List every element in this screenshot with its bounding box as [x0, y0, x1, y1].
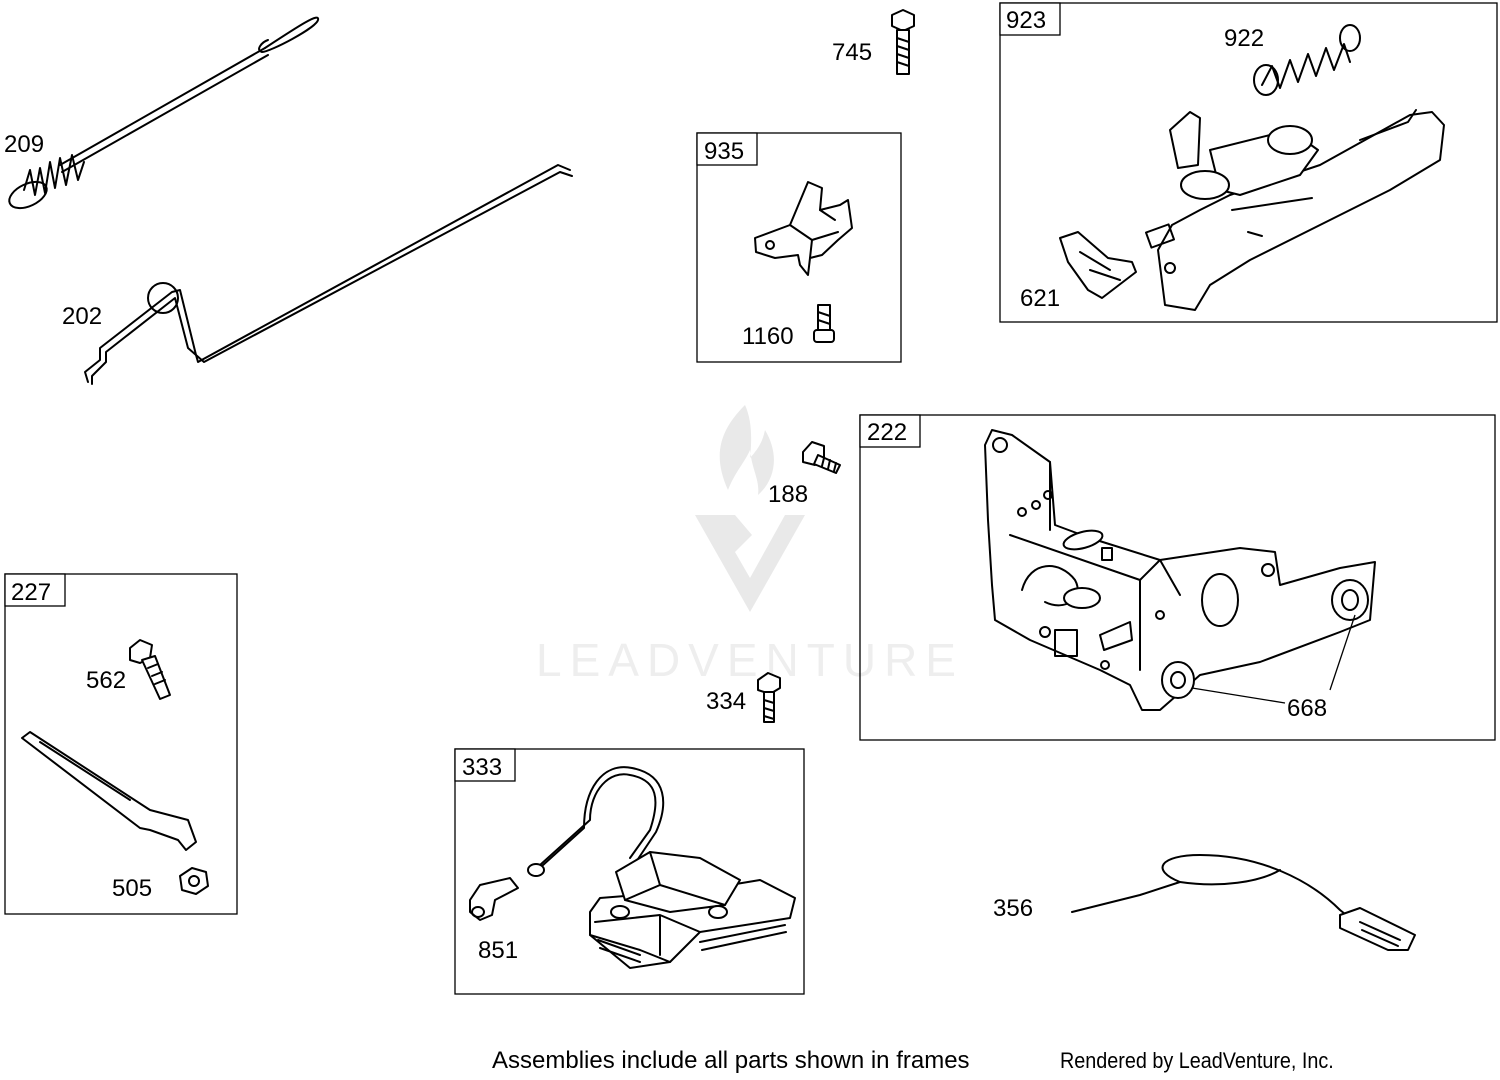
part-number: 562 [86, 667, 126, 694]
part-505-nut [179, 867, 209, 895]
part-745-bolt: 745 [832, 9, 915, 75]
part-851-connector [469, 877, 519, 921]
part-number: 668 [1287, 695, 1327, 722]
watermark-text: LEADVENTURE [536, 634, 964, 686]
part-227-lever [21, 731, 197, 851]
flame-icon [719, 405, 774, 495]
part-number: 356 [993, 895, 1033, 922]
leadventure-watermark: LEADVENTURE [536, 405, 964, 686]
frame-227: 227 562 505 [4, 573, 238, 915]
frame-number: 923 [1006, 7, 1046, 34]
part-number: 334 [706, 688, 746, 715]
part-621-clip [1059, 231, 1137, 299]
part-209-spring: 209 [4, 16, 320, 210]
part-222-governor-bracket [984, 429, 1376, 711]
assemblies-note: Assemblies include all parts shown in fr… [492, 1047, 970, 1074]
frame-number: 227 [11, 579, 51, 606]
frame-222: 222 668 [859, 414, 1496, 741]
frame-333: 333 851 [454, 748, 805, 995]
part-number: 505 [112, 875, 152, 902]
part-number: 202 [62, 303, 102, 330]
frame-number: 935 [704, 138, 744, 165]
part-number: 745 [832, 39, 872, 66]
part-number: 922 [1224, 25, 1264, 52]
part-number: 851 [478, 937, 518, 964]
frame-935: 935 1160 [696, 132, 902, 363]
render-credit: Rendered by LeadVenture, Inc. [1060, 1049, 1334, 1073]
frame-923: 923 922 621 [999, 2, 1498, 323]
part-number: 188 [768, 481, 808, 508]
part-356-wire: 356 [993, 854, 1416, 951]
part-333-ignition-coil [527, 766, 796, 969]
frame-number: 222 [867, 419, 907, 446]
part-668-bushing [1161, 579, 1369, 704]
part-188-screw: 188 [768, 441, 841, 508]
part-number: 1160 [742, 323, 794, 350]
part-562-bolt [129, 639, 171, 700]
part-923-control-plate [1144, 109, 1445, 311]
part-334-bolt: 334 [706, 672, 781, 723]
part-number: 209 [4, 131, 44, 158]
frame-number: 333 [462, 754, 502, 781]
v-mark-icon [695, 515, 805, 612]
part-number: 621 [1020, 285, 1060, 312]
part-202-wire: 202 [62, 164, 573, 385]
part-1160-screw [813, 304, 835, 343]
part-922-spring [1253, 24, 1361, 96]
part-935-bracket [754, 181, 853, 276]
